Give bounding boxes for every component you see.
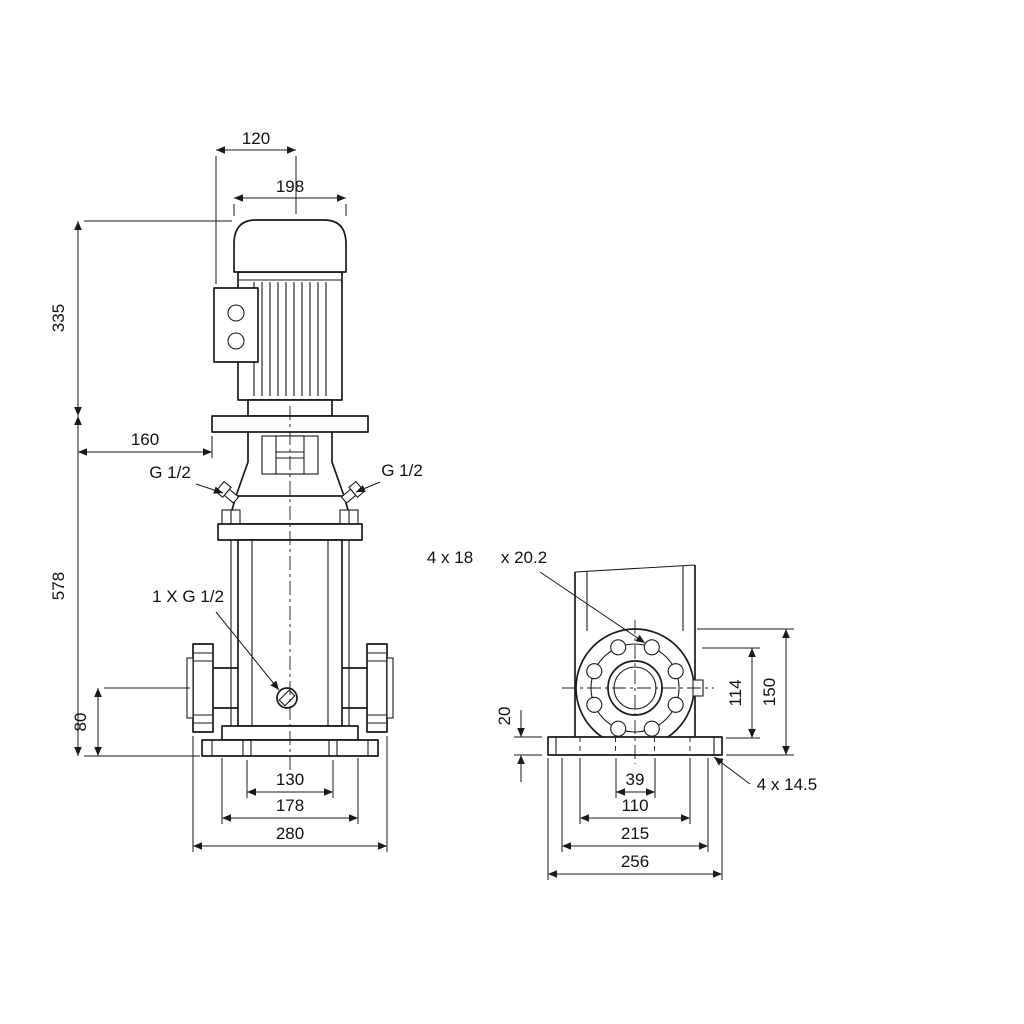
dim-label-port-height: 80 [71,713,90,732]
drain-plug [276,687,298,709]
dim-label-bolt-span-a: 39 [626,770,645,789]
bolt-hole [586,696,603,713]
stool-right-column [331,432,345,497]
flange-disc-right [366,643,388,733]
bolt-hole [643,720,660,737]
bolt-hole [667,696,684,713]
flange-holes-left [193,652,213,724]
dim-label-base-plate-thickness: 20 [495,707,514,726]
base-slot-right [328,739,338,757]
dim-label-base-slot-spacing: 130 [276,770,304,789]
suction-flange [186,643,238,733]
dim-label-flange-span-outer: 150 [760,678,779,706]
motor [213,219,347,417]
bolt-hole [610,720,627,737]
fan-cover [233,219,347,273]
label-drain-port: 1 X G 1/2 [152,587,224,606]
dim-label-port-to-port: 280 [276,824,304,843]
dim-label-top-width: 120 [242,129,270,148]
base-slot-left [242,739,252,757]
dim-label-base-plate-length: 256 [621,852,649,871]
cable-entry-bottom [227,332,245,350]
side-view: 4 x 18 x 20.2 20 114 150 39 [427,548,817,880]
dim-label-bolt-span-b: 110 [621,796,648,815]
dim-label-bolt-span-c: 215 [621,824,649,843]
dim-label-motor-height: 335 [49,304,68,332]
label-gauge-port-right: G 1/2 [381,461,423,480]
discharge-flange [342,643,394,733]
stool-left-column [235,432,249,497]
side-view-dimensions: 4 x 18 x 20.2 20 114 150 39 [427,548,817,880]
terminal-box [213,287,259,363]
bolt-hole [667,663,684,680]
flange-disc-left [192,643,214,733]
label-flange-bolt-holes-note: x 20.2 [501,548,547,567]
dim-label-pump-height: 578 [49,572,68,600]
pump-base [201,725,379,757]
dim-label-base-width: 178 [276,796,304,815]
pump-body-side [574,564,696,737]
bolt-hole [610,639,627,656]
dim-label-flange-span-inner: 114 [726,679,745,706]
dim-label-head-offset: 160 [131,430,159,449]
label-base-bolt-holes: 4 x 14.5 [757,775,818,794]
cable-entry-top [227,304,245,322]
break-line [574,564,696,573]
label-gauge-port-left: G 1/2 [149,463,191,482]
dim-label-motor-width: 198 [276,177,304,196]
label-flange-bolt-holes: 4 x 18 [427,548,473,567]
bolt-hole [643,639,660,656]
front-view-dimensions: 120 198 335 160 578 80 G 1/2 [49,129,423,852]
flange-holes-right [367,652,387,724]
bolt-hole [586,663,603,680]
front-view: 120 198 335 160 578 80 G 1/2 [49,129,423,852]
raised-face-right [386,657,394,719]
